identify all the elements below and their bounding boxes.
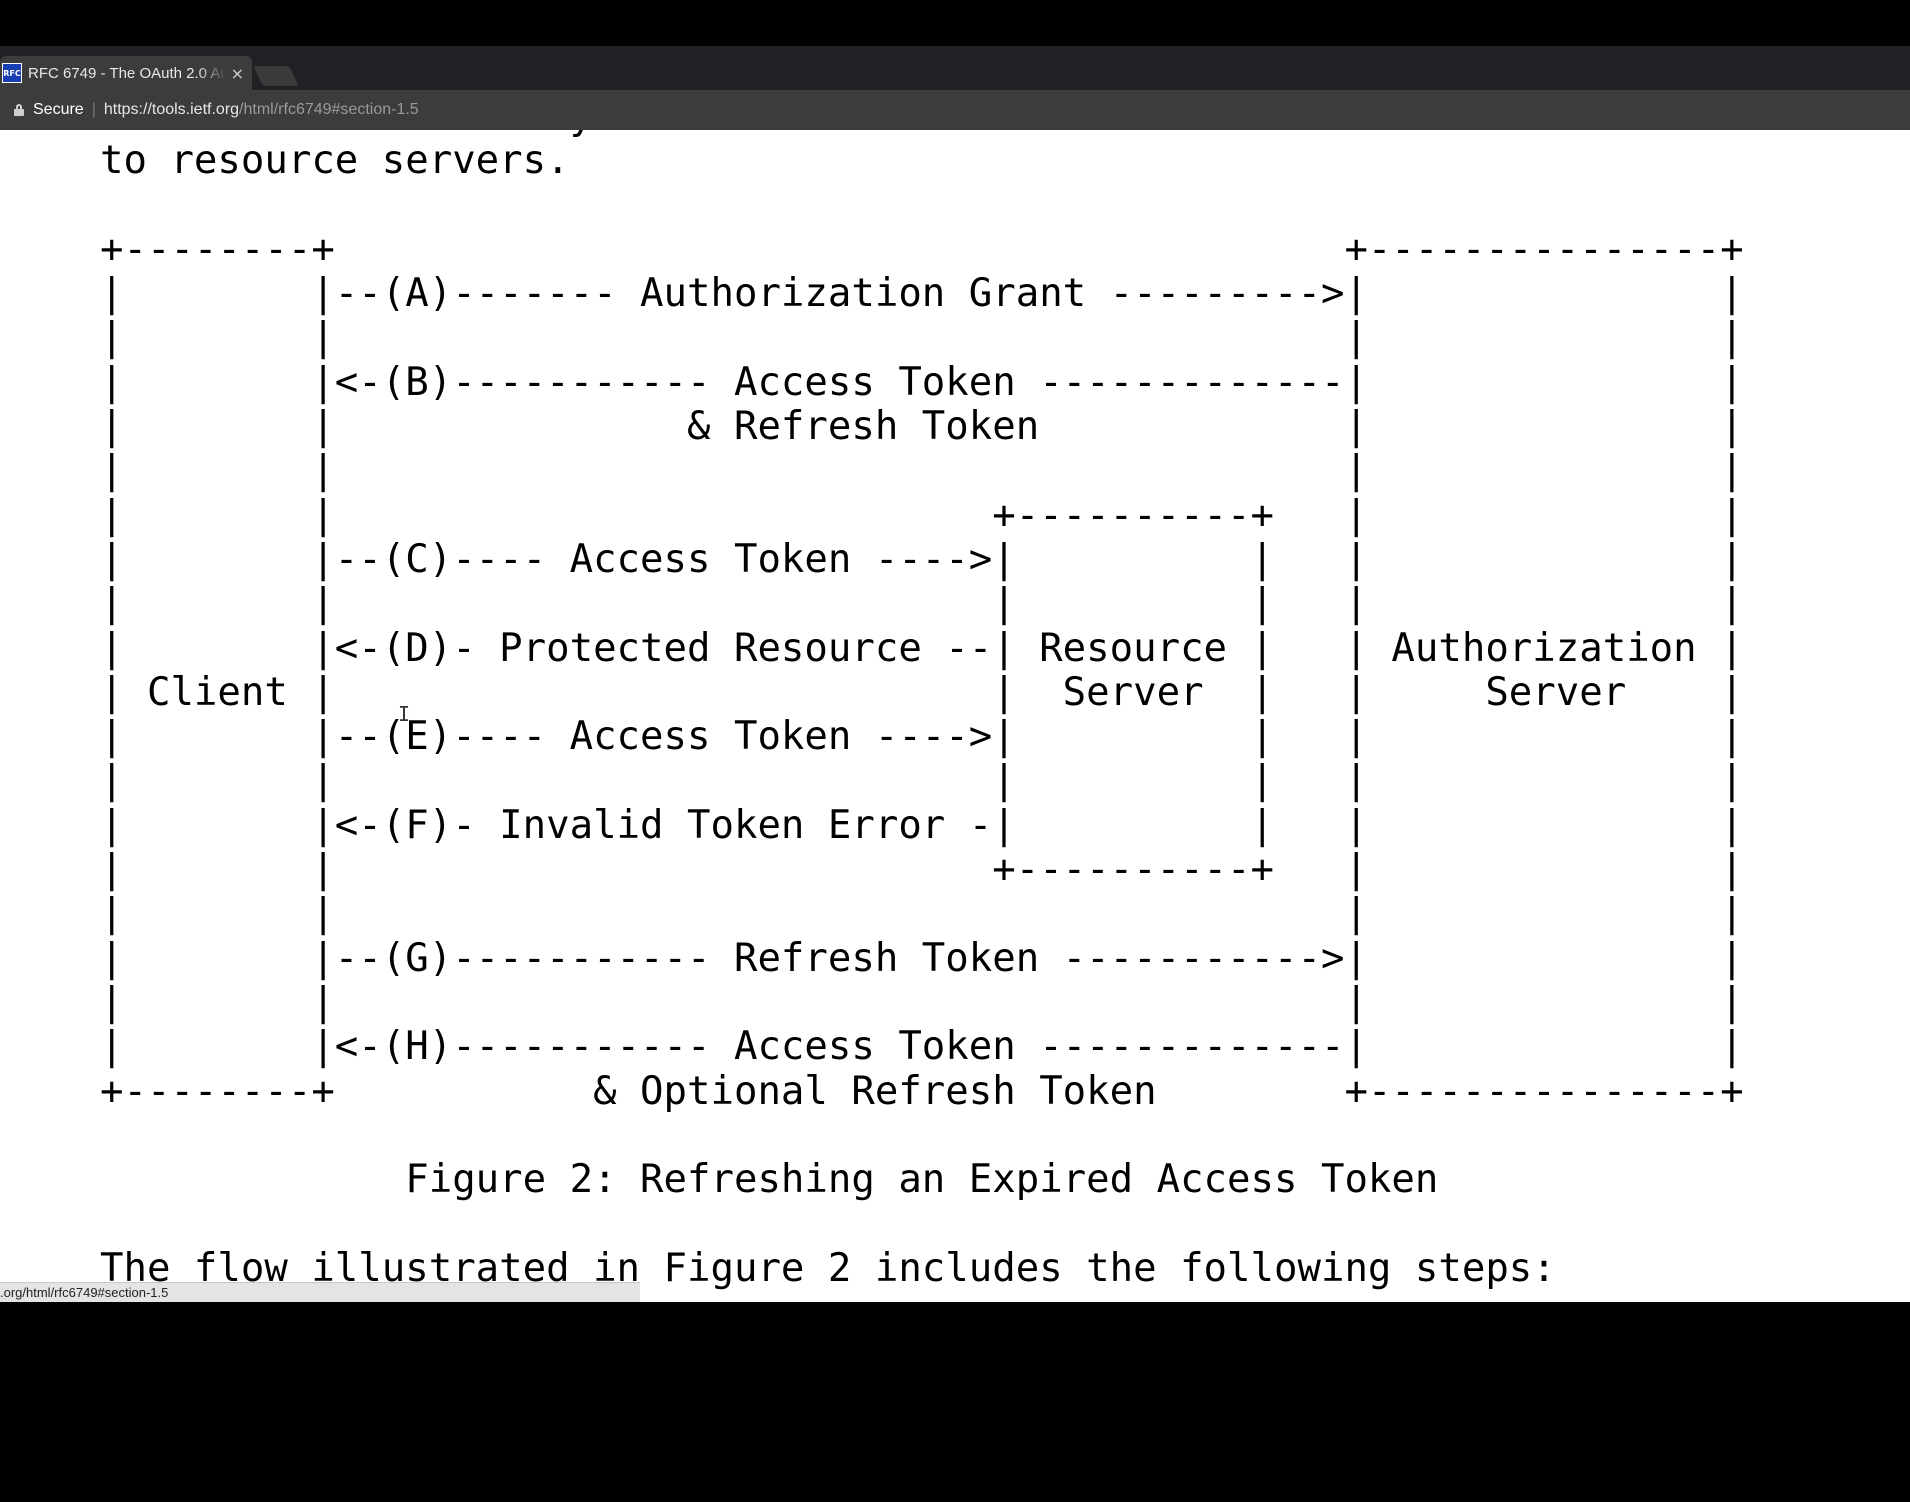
intro-line: to resource servers.: [100, 138, 570, 184]
diagram-line: | |<-(H)----------- Access Token -------…: [100, 1024, 1744, 1070]
close-icon[interactable]: ×: [230, 63, 244, 83]
address-bar[interactable]: Secure | https://tools.ietf.org/html/rfc…: [0, 90, 1910, 130]
diagram-line: | | +----------+ | |: [100, 847, 1744, 893]
diagram-line: +--------+ +---------------+: [100, 226, 1744, 272]
diagram-line: +--------+ & Optional Refresh Token +---…: [100, 1068, 1744, 1114]
diagram-line: | | | |: [100, 979, 1744, 1025]
diagram-line: | | | | | |: [100, 581, 1744, 627]
blank-line: [100, 1202, 1744, 1246]
blank-line: [100, 1114, 1744, 1158]
diagram-line: | |--(E)---- Access Token ---->| | | |: [100, 714, 1744, 760]
status-url-bubble: .org/html/rfc6749#section-1.5: [0, 1282, 640, 1302]
address-divider: |: [91, 101, 96, 118]
diagram-line: | |<-(B)----------- Access Token -------…: [100, 359, 1744, 405]
tab-bar: RFC RFC 6749 - The OAuth 2.0 Authorizati…: [0, 46, 1910, 90]
diagram-line: | | | | | |: [100, 758, 1744, 804]
diagram-line: | | +----------+ | |: [100, 492, 1744, 538]
intro-line: intended for use only with authorization…: [100, 130, 1744, 139]
page-content: intended for use only with authorization…: [0, 130, 1910, 1302]
blank-line: [100, 184, 1744, 228]
new-tab-button[interactable]: [253, 66, 299, 86]
diagram-line: | | | |: [100, 315, 1744, 361]
diagram-line: | |<-(D)- Protected Resource --| Resourc…: [100, 625, 1744, 671]
secure-label[interactable]: Secure: [33, 101, 84, 118]
diagram-line: | |<-(F)- Invalid Token Error -| | | |: [100, 802, 1744, 848]
diagram-line: | | | |: [100, 891, 1744, 937]
url-host[interactable]: https://tools.ietf.org: [103, 101, 240, 118]
diagram-line: | Client | | Server | | Server |: [100, 669, 1744, 715]
browser-tab[interactable]: RFC RFC 6749 - The OAuth 2.0 Authorizati…: [0, 56, 252, 90]
diagram-line: | |--(G)----------- Refresh Token ------…: [100, 935, 1744, 981]
diagram-line: | |--(A)------- Authorization Grant ----…: [100, 271, 1744, 317]
text-cursor-icon: I: [398, 702, 411, 726]
diagram-line: | | | |: [100, 448, 1744, 494]
diagram-line: | | & Refresh Token | |: [100, 404, 1744, 450]
tab-title: RFC 6749 - The OAuth 2.0 Authorization F…: [28, 64, 227, 82]
figure-caption: Figure 2: Refreshing an Expired Access T…: [100, 1157, 1439, 1203]
lock-icon[interactable]: [14, 104, 24, 116]
rfc-favicon-icon: RFC: [2, 63, 22, 83]
diagram-line: | |--(C)---- Access Token ---->| | | |: [100, 536, 1744, 582]
url-path[interactable]: /html/rfc6749#section-1.5: [239, 101, 419, 118]
rfc-text: intended for use only with authorization…: [100, 130, 1744, 1291]
